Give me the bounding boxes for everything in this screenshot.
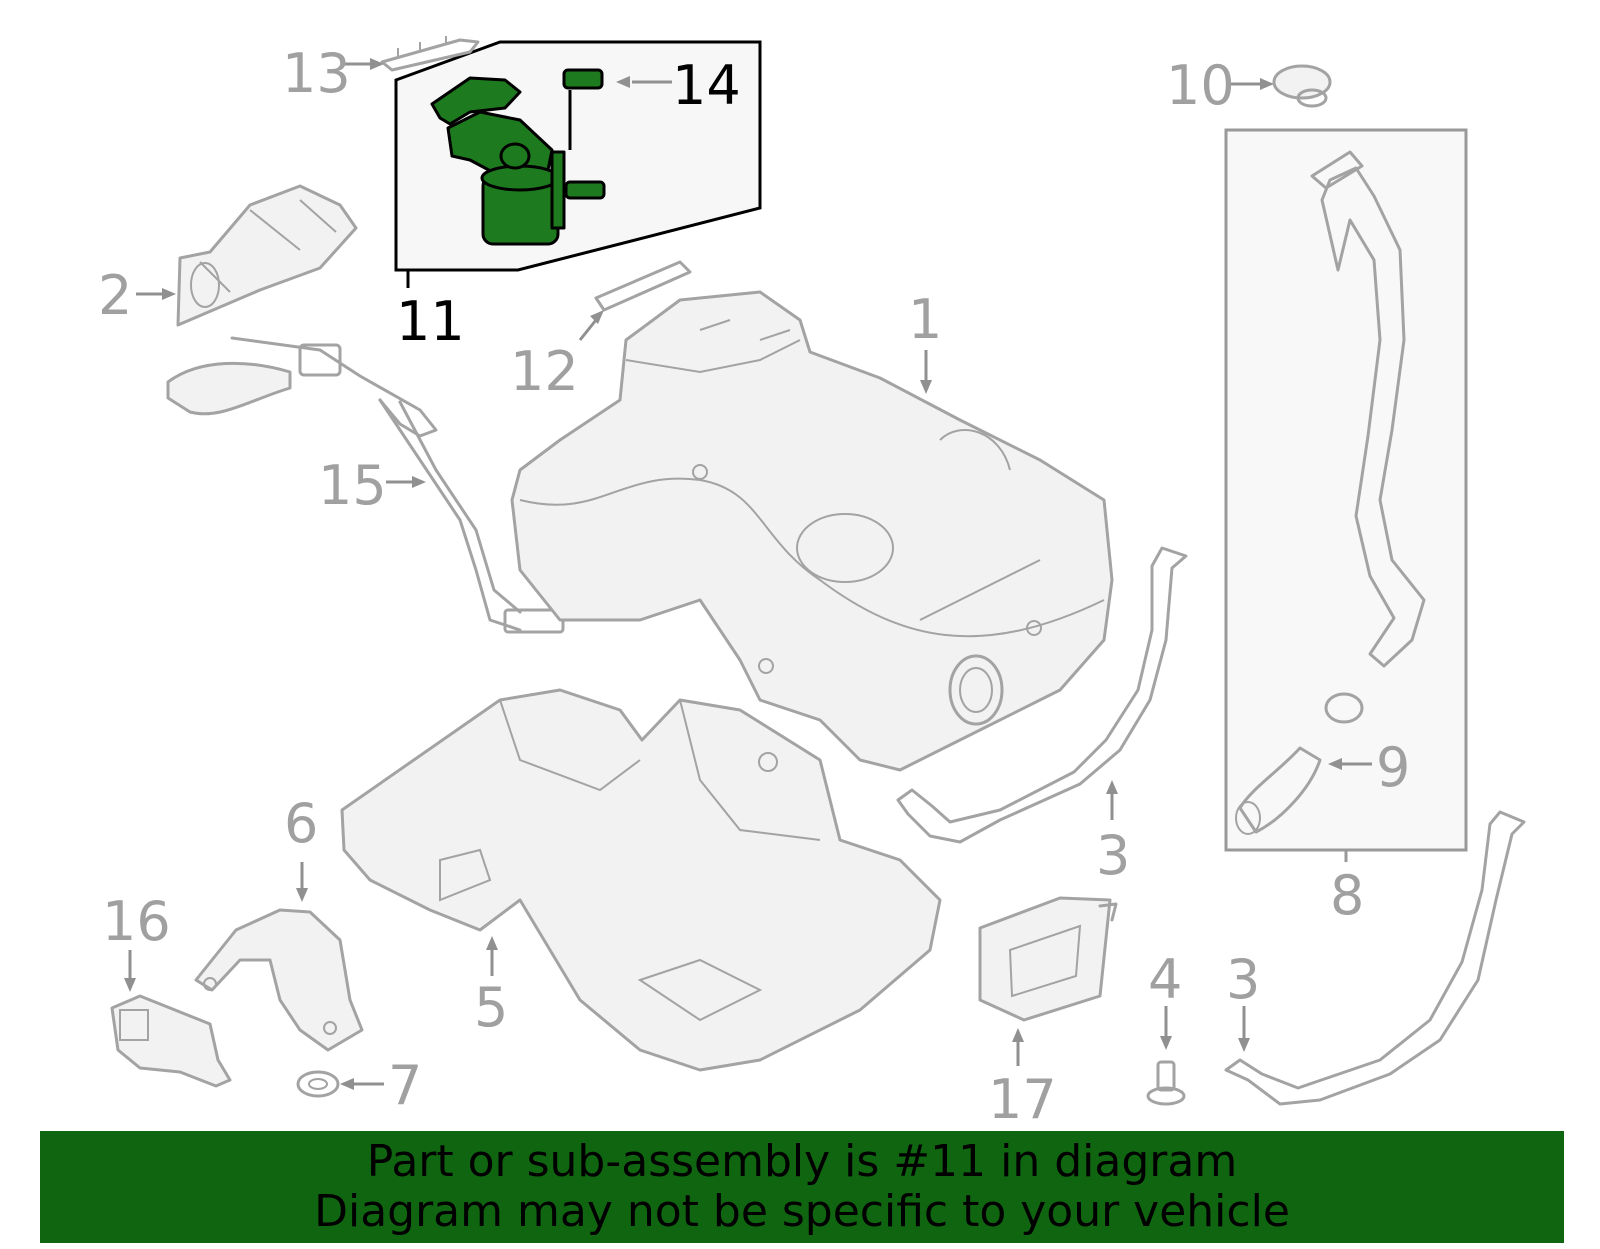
callout-17: 17 [988, 1068, 1057, 1131]
callout-14: 14 [672, 54, 741, 117]
callout-10: 10 [1166, 54, 1235, 117]
callout-3-upper: 3 [1096, 824, 1130, 887]
callout-7: 7 [388, 1054, 422, 1117]
callout-6: 6 [284, 792, 318, 855]
part-2[interactable] [176, 184, 358, 327]
callout-5: 5 [474, 976, 508, 1039]
callout-13: 13 [282, 42, 351, 105]
part-7-washer[interactable] [296, 1070, 340, 1098]
part-16-connector[interactable] [110, 994, 232, 1088]
part-3-strap-lower[interactable] [1224, 810, 1526, 1106]
info-banner: Part or sub-assembly is #11 in diagram D… [40, 1131, 1564, 1243]
part-10-cap[interactable] [1272, 64, 1332, 108]
callout-1: 1 [908, 288, 942, 351]
part-3-strap-upper[interactable] [896, 546, 1188, 844]
callout-12: 12 [510, 340, 579, 403]
banner-line-1: Part or sub-assembly is #11 in diagram [366, 1136, 1238, 1187]
part-17-module[interactable] [978, 896, 1118, 1022]
callout-16: 16 [102, 890, 171, 953]
callout-15: 15 [318, 454, 387, 517]
callout-2: 2 [98, 264, 132, 327]
callout-3-lower: 3 [1226, 948, 1260, 1011]
part-6-bracket[interactable] [194, 908, 364, 1052]
leader-lines [124, 58, 1372, 1090]
part-4-bolt[interactable] [1146, 1060, 1186, 1106]
part-8-filler-group[interactable] [1224, 128, 1468, 862]
part-11-assembly[interactable] [394, 40, 762, 288]
part-12[interactable] [594, 260, 692, 312]
callout-8: 8 [1330, 864, 1364, 927]
part-1-fuel-tank[interactable] [510, 290, 1114, 772]
callout-4: 4 [1148, 948, 1182, 1011]
part-5-shield[interactable] [340, 688, 942, 1072]
banner-line-2: Diagram may not be specific to your vehi… [314, 1186, 1290, 1237]
callout-labels: 13 14 10 2 11 12 1 15 9 3 8 6 16 5 7 17 … [98, 42, 1410, 1131]
callout-9: 9 [1376, 736, 1410, 799]
callout-11: 11 [396, 290, 465, 353]
part-13[interactable] [380, 36, 480, 72]
